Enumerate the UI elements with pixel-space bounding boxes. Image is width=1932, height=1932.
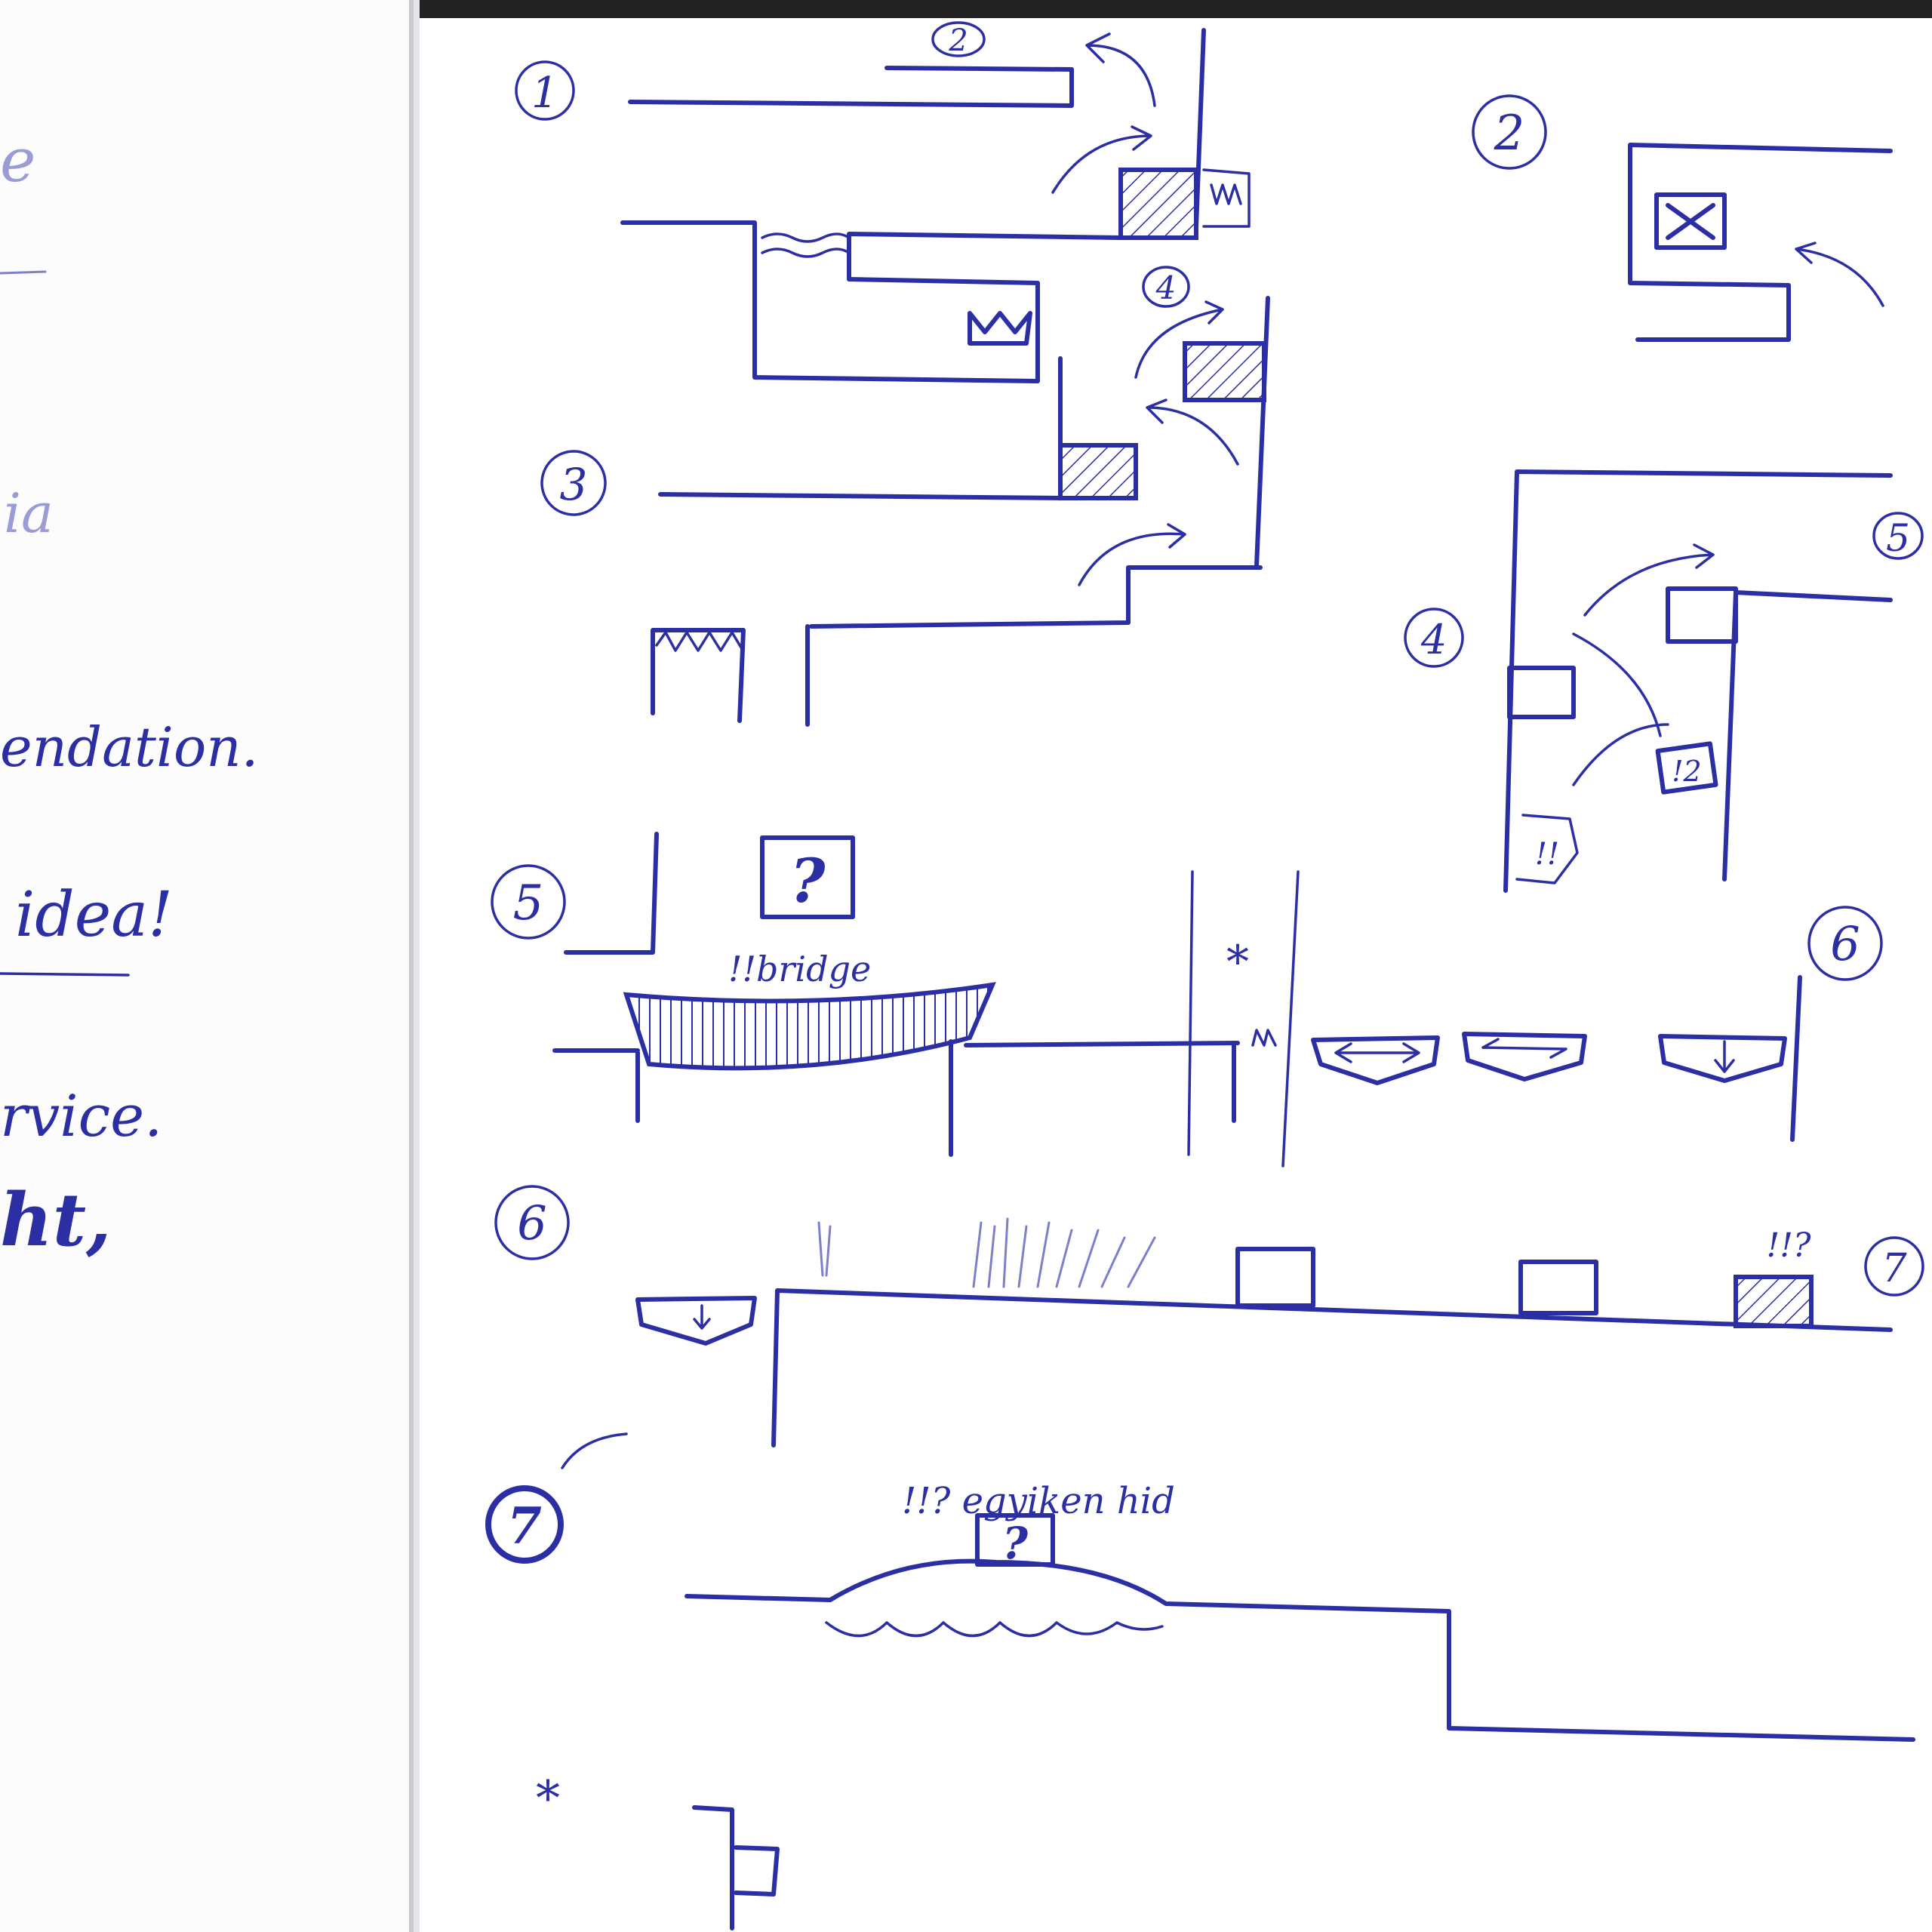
bridge	[626, 985, 992, 1068]
jump-arrow	[1087, 34, 1155, 106]
section-1: 1 2	[516, 23, 1249, 381]
room-inner-wall	[1724, 592, 1890, 879]
hatched-block	[1121, 170, 1196, 238]
fragment-5: rvice.	[0, 1082, 162, 1149]
column-line	[1283, 872, 1298, 1166]
ground-line	[630, 69, 1072, 106]
faint-line	[0, 272, 45, 273]
arrow-vertical	[1715, 1041, 1734, 1072]
section-5: 5 ? !!bridge * 6	[492, 834, 1881, 1166]
room-frame	[1506, 472, 1890, 891]
upper-ledge	[887, 68, 1072, 69]
number-label: 2	[1494, 106, 1525, 162]
number-label: 6	[517, 1195, 546, 1251]
fragment-1: e	[0, 125, 35, 195]
section-3: 3 4	[542, 267, 1268, 724]
marked-block-label: !2	[1672, 755, 1701, 788]
fragment-6: ht,	[0, 1177, 112, 1263]
arrow-vertical	[694, 1306, 709, 1328]
moving-platform	[1313, 1038, 1438, 1083]
jump-arrow	[1585, 545, 1713, 615]
grass-tuft	[819, 1223, 830, 1275]
spikes	[657, 632, 741, 651]
step-terrain	[808, 568, 1260, 724]
moving-platform	[1660, 1036, 1785, 1081]
number-label: 5	[513, 875, 544, 931]
grass-tuft	[974, 1219, 1155, 1287]
jump-arrow	[1079, 525, 1185, 585]
ground-line	[774, 1291, 1890, 1445]
box	[1521, 1262, 1596, 1313]
spikes-small	[1253, 1030, 1275, 1045]
bridge-scallops	[826, 1623, 1162, 1636]
number-label: 5	[1886, 516, 1910, 560]
question-mark: ?	[790, 845, 826, 916]
ledge	[566, 834, 657, 952]
crossed-box-cross	[1668, 205, 1713, 238]
frame	[1630, 145, 1890, 340]
star-mark: *	[1226, 936, 1249, 989]
number-label: 4	[1420, 616, 1447, 663]
jump-arrow	[1574, 634, 1660, 736]
hatched-block	[1736, 1277, 1811, 1326]
ledge-block	[1668, 589, 1736, 641]
water-waves	[762, 234, 849, 257]
end-wall	[1792, 977, 1800, 1140]
right-page-top-shadow	[411, 0, 1932, 18]
arrow-horizontal	[1336, 1044, 1419, 1062]
shaft-wall	[1257, 298, 1268, 566]
moving-platform	[1464, 1034, 1585, 1079]
fragment-3: endation.	[0, 715, 259, 779]
number-label: 3	[560, 459, 588, 510]
number-label-small: 2	[948, 23, 968, 58]
fragment-2: ia	[4, 481, 54, 545]
section-7: 7 !!? egyiken hid ? *	[488, 1434, 1913, 1928]
section-2: 2	[1473, 96, 1890, 340]
hatched-block	[1060, 445, 1136, 498]
star-note: *	[536, 1771, 560, 1827]
pit-wall	[653, 630, 743, 721]
number-label-small: 4	[1155, 269, 1177, 306]
flag	[736, 1847, 777, 1894]
fragment-4: idea!	[15, 879, 173, 951]
marked-slope-label: !!	[1535, 837, 1559, 872]
terrain	[623, 223, 1121, 381]
spikes-small	[1211, 185, 1241, 204]
section-6: 6 !!? 7	[496, 1186, 1923, 1445]
number-label: 7	[1881, 1246, 1907, 1291]
column-line	[1189, 872, 1192, 1155]
arrow-horizontal	[1483, 1039, 1566, 1057]
pointer-stroke	[562, 1434, 626, 1468]
flag-pole	[694, 1807, 732, 1928]
number-label: 7	[507, 1497, 542, 1555]
hatched-block	[1185, 343, 1264, 400]
ledge-block	[1509, 668, 1574, 717]
left-page	[0, 0, 411, 1932]
arched-bridge	[687, 1561, 1913, 1740]
number-label: 1	[531, 69, 558, 118]
bridge-label: !!bridge	[728, 949, 871, 989]
jump-arrow	[1796, 243, 1883, 306]
section-4-5: 4 5 !2 !!	[1405, 472, 1922, 891]
jump-arrow	[1147, 400, 1238, 464]
question-mark-label: !!?	[1767, 1226, 1811, 1265]
jump-arrow	[1574, 724, 1668, 785]
box	[1238, 1249, 1313, 1306]
crown-icon	[970, 313, 1030, 343]
number-label: 6	[1830, 916, 1860, 971]
underline	[0, 974, 128, 975]
